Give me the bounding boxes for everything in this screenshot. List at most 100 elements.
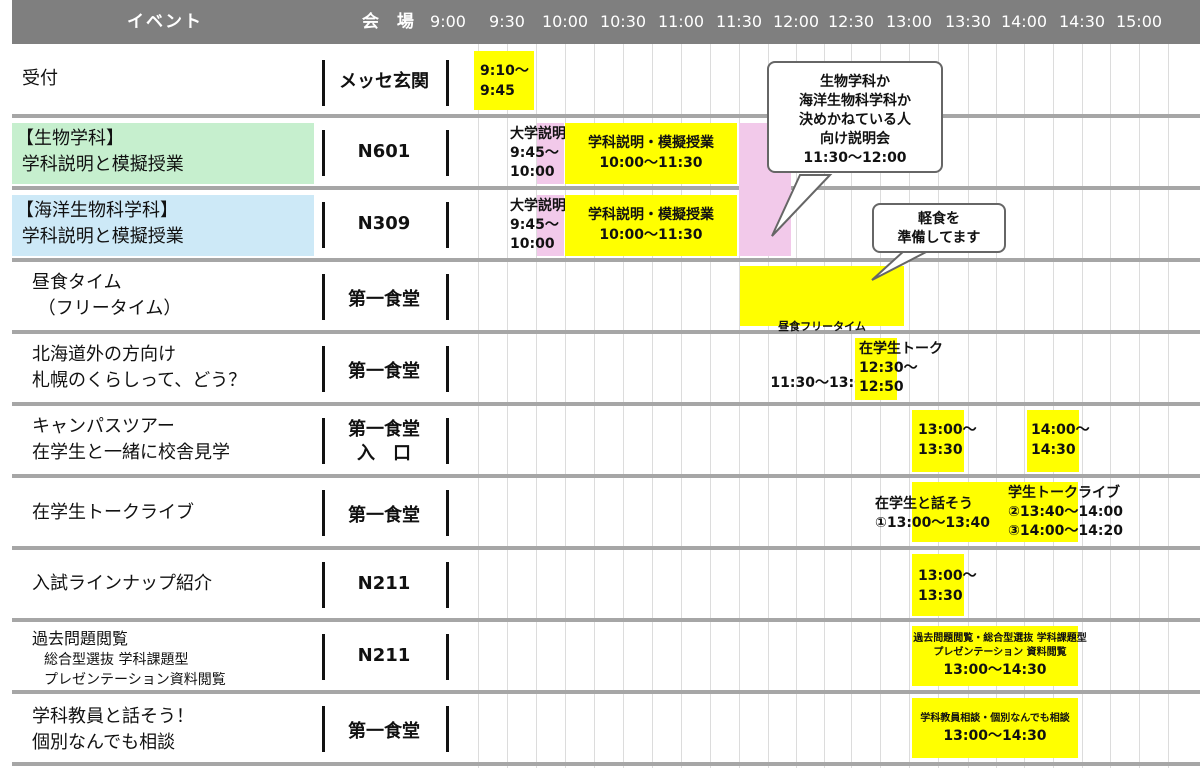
row-separator xyxy=(12,186,1200,190)
venue-bar xyxy=(446,634,449,680)
marine-intro-block: 大学説明 9:45～ 10:00 xyxy=(510,198,566,252)
past-exams-block-bg xyxy=(912,626,1078,686)
undecided-callout: 生物学科か 海洋生物科学科か 決めかねている人 向け説明会 11:30～12:0… xyxy=(767,61,943,173)
row-separator xyxy=(12,690,1200,694)
venue-bar xyxy=(446,60,449,106)
venue-talk-live: 第一食堂 xyxy=(348,505,420,526)
time-1030: 10:30 xyxy=(599,12,647,31)
snack-callout: 軽食を 準備してます xyxy=(872,203,1006,253)
event-label-exam-lineup: 入試ラインナップ紹介 xyxy=(32,573,212,594)
venue-bar xyxy=(322,202,325,248)
time-gridline xyxy=(623,44,624,768)
venue-bar xyxy=(322,346,325,392)
venue-bar xyxy=(322,634,325,680)
time-gridline xyxy=(507,44,508,768)
time-gridline xyxy=(739,44,740,768)
event-label-marine: 【海洋生物科学科】 学科説明と模擬授業 xyxy=(16,200,184,247)
venue-bar xyxy=(322,60,325,106)
talk-live-block-bg xyxy=(912,482,1078,542)
event-label-past-exams-sub2: プレゼンテーション資料閲覧 xyxy=(44,672,226,688)
reception-block: 9:10～ 9:45 xyxy=(474,51,534,110)
venue-bar xyxy=(446,490,449,536)
tour-block-1: 13:00～ 13:30 xyxy=(912,410,977,472)
time-gridline xyxy=(1168,44,1169,768)
undecided-callout-tail xyxy=(771,174,833,237)
time-gridline xyxy=(880,44,881,768)
event-label-biology: 【生物学科】 学科説明と模擬授業 xyxy=(16,128,184,175)
consult-block-bg xyxy=(912,698,1078,758)
row-separator xyxy=(12,114,1200,118)
row-separator xyxy=(12,258,1200,262)
time-gridline xyxy=(710,44,711,768)
time-gridline xyxy=(652,44,653,768)
event-label-past-exams: 過去問題閲覧 xyxy=(32,629,129,648)
schedule-header xyxy=(12,0,1200,44)
marine-main-block: 学科説明・模擬授業 10:00～11:30 xyxy=(565,195,737,256)
row-separator xyxy=(12,402,1200,406)
time-gridline xyxy=(909,44,910,768)
row-separator xyxy=(12,546,1200,550)
venue-bar xyxy=(446,418,449,464)
time-1430: 14:30 xyxy=(1058,12,1106,31)
time-gridline xyxy=(796,44,797,768)
event-label-past-exams-sub1: 総合型選抜 学科課題型 xyxy=(44,652,189,668)
sapporo-block: 在学生トーク 12:30～ 12:50 xyxy=(859,341,943,395)
marine-label-bg xyxy=(12,195,314,256)
time-gridline xyxy=(681,44,682,768)
venue-consult: 第一食堂 xyxy=(348,721,420,742)
venue-biology: N601 xyxy=(357,141,411,162)
bio-main-block: 学科説明・模擬授業 10:00～11:30 xyxy=(565,123,737,184)
venue-bar xyxy=(446,562,449,608)
lunch-block: 昼食フリータイム 11:30～13:00 xyxy=(740,266,904,391)
venue-past-exams: N211 xyxy=(357,645,411,666)
venue-bar xyxy=(446,706,449,752)
time-gridline xyxy=(594,44,595,768)
time-1000: 10:00 xyxy=(541,12,589,31)
venue-sapporo: 第一食堂 xyxy=(348,361,420,382)
bio-intro-bg xyxy=(537,123,564,184)
time-gridline xyxy=(938,44,939,768)
past-exams-block-time: 13:00～14:30 xyxy=(943,662,1047,678)
bio-label-bg xyxy=(12,123,314,184)
time-gridline xyxy=(1110,44,1111,768)
row-separator xyxy=(12,474,1200,478)
header-venue: 会 場 xyxy=(362,12,420,32)
talk-live-block-1: 在学生と話そう ①13:00～13:40 xyxy=(875,496,990,531)
time-1330: 13:30 xyxy=(944,12,992,31)
time-gridline xyxy=(851,44,852,768)
tour-block-2: 14:00～ 14:30 xyxy=(1027,410,1090,472)
venue-bar xyxy=(322,562,325,608)
time-gridline xyxy=(996,44,997,768)
time-1100: 11:00 xyxy=(657,12,705,31)
event-label-sapporo: 北海道外の方向け 札幌のくらしって、どう？ xyxy=(32,344,247,391)
snack-callout-tail xyxy=(871,249,931,281)
consult-block-time: 13:00～14:30 xyxy=(943,728,1047,744)
time-gridline xyxy=(1053,44,1054,768)
row-separator xyxy=(12,330,1200,334)
consult-block-title: 学科教員相談・個別なんでも相談 xyxy=(920,713,1070,724)
bio-intro-block: 大学説明 9:45～ 10:00 xyxy=(510,126,566,180)
time-0900: 9:00 xyxy=(430,12,466,31)
venue-marine: N309 xyxy=(357,213,411,234)
venue-bar xyxy=(446,202,449,248)
venue-exam-lineup: N211 xyxy=(357,573,411,594)
time-gridline xyxy=(768,44,769,768)
past-exams-block-title: 過去問題閲覧・総合型選抜 学科課題型 プレゼンテーション 資料閲覧 xyxy=(913,633,1087,658)
row-separator xyxy=(12,762,1200,766)
venue-lunch: 第一食堂 xyxy=(348,289,420,310)
time-1200: 12:00 xyxy=(772,12,820,31)
event-label-talk-live: 在学生トークライブ xyxy=(32,502,194,523)
time-gridline xyxy=(536,44,537,768)
time-gridline xyxy=(1082,44,1083,768)
venue-reception: メッセ玄関 xyxy=(339,71,429,92)
venue-bar xyxy=(446,130,449,176)
lunch-block-title: 昼食フリータイム xyxy=(778,320,866,333)
venue-bar xyxy=(446,274,449,320)
talk-live-block-2: 学生トークライブ ②13:40～14:00 ③14:00～14:20 xyxy=(1008,485,1123,539)
time-gridline xyxy=(824,44,825,768)
time-1400: 14:00 xyxy=(1000,12,1048,31)
venue-bar xyxy=(322,490,325,536)
venue-bar xyxy=(322,130,325,176)
time-gridline xyxy=(968,44,969,768)
